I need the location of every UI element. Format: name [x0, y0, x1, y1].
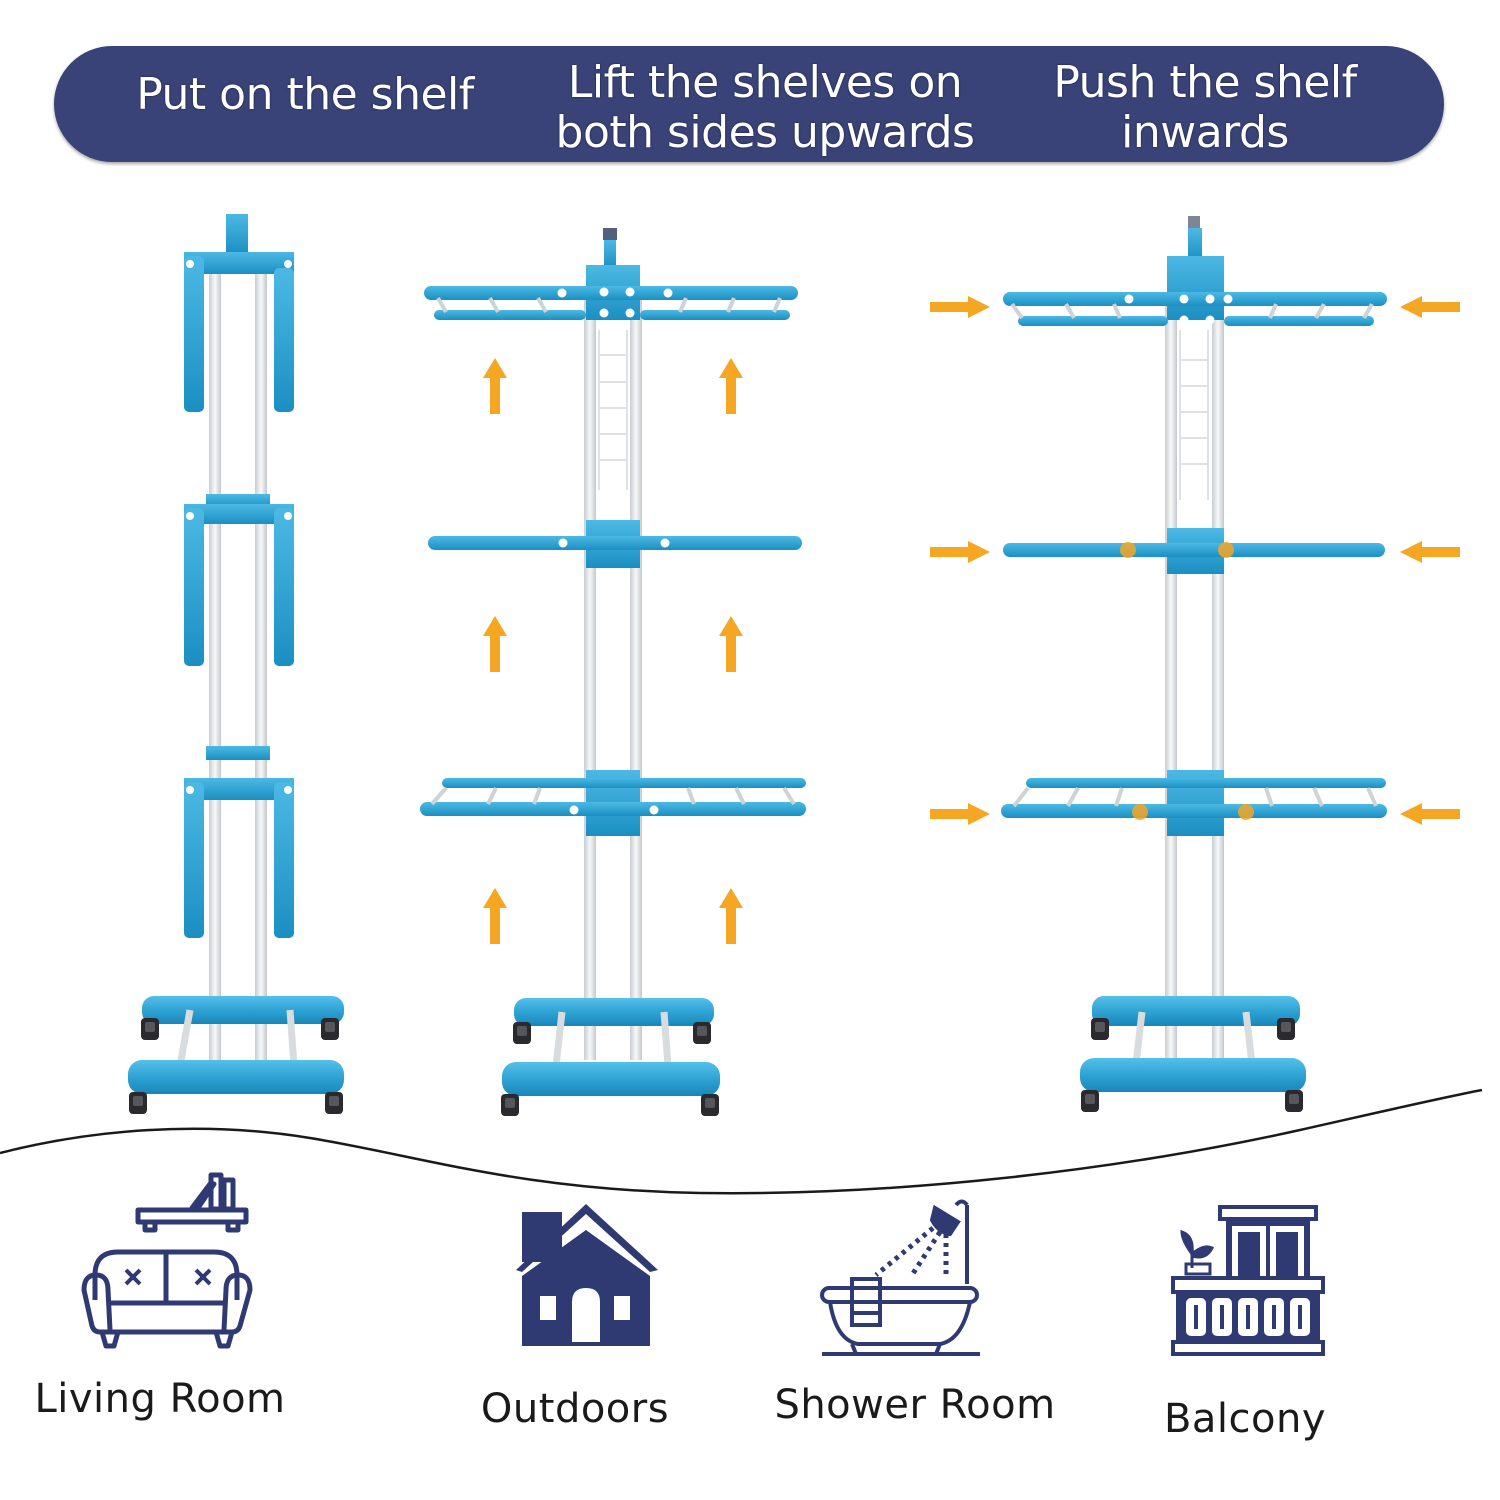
extended-shelf — [420, 770, 806, 836]
rack-base — [128, 996, 344, 1114]
scene-label-shower-room: Shower Room — [774, 1382, 1056, 1428]
step-1-title: Put on the shelf — [136, 69, 474, 120]
right-arrow-icon — [930, 803, 990, 825]
locked-shelf — [1001, 770, 1387, 836]
scene-label-balcony: Balcony — [1163, 1396, 1327, 1442]
lock-knob — [1238, 804, 1254, 820]
up-arrow-icon — [719, 888, 743, 944]
lifting-rack-illustration — [420, 228, 806, 1116]
scene-label-outdoors: Outdoors — [480, 1386, 670, 1432]
up-arrow-icon — [483, 616, 507, 672]
pole — [630, 300, 642, 1060]
up-arrow-icon — [719, 358, 743, 414]
folded-rack-illustration — [128, 214, 344, 1114]
folded-tier — [184, 252, 294, 412]
up-arrow-icon — [483, 888, 507, 944]
pole — [1165, 300, 1177, 1060]
inner-ladder — [598, 330, 628, 490]
extended-shelf — [428, 520, 802, 568]
wave-divider — [0, 1088, 1483, 1195]
left-arrow-icon — [1400, 541, 1460, 563]
folded-tier — [184, 494, 294, 666]
lock-knob — [1132, 804, 1148, 820]
sofa-icon — [81, 1172, 253, 1349]
lock-knob — [1218, 542, 1234, 558]
folded-tier — [184, 746, 294, 938]
bathtub-icon — [820, 1199, 980, 1356]
locked-rack-illustration — [930, 216, 1460, 1112]
top-cap — [226, 214, 248, 254]
lock-knob — [1120, 542, 1136, 558]
pole — [1212, 300, 1224, 1060]
extended-shelf — [424, 265, 798, 320]
left-arrow-icon — [1400, 296, 1460, 318]
house-icon — [516, 1204, 658, 1346]
left-arrow-icon — [1400, 803, 1460, 825]
pole — [255, 270, 267, 1060]
up-arrow-icon — [483, 358, 507, 414]
right-arrow-icon — [930, 541, 990, 563]
right-arrow-icon — [930, 296, 990, 318]
inner-ladder — [1179, 330, 1209, 500]
step-3-title: Push the shelf inwards — [1053, 57, 1357, 158]
step-2-title: Lift the shelves on both sides upwards — [555, 57, 975, 158]
rack-base — [1080, 996, 1306, 1112]
instruction-banner — [54, 46, 1444, 162]
pole — [209, 270, 221, 1060]
scene-label-living-room: Living Room — [34, 1376, 286, 1422]
pole — [584, 300, 596, 1060]
locked-shelf — [1003, 528, 1385, 574]
locked-shelf — [1003, 256, 1387, 326]
rack-base — [501, 998, 720, 1116]
up-arrow-icon — [719, 616, 743, 672]
balcony-icon — [1171, 1205, 1325, 1356]
